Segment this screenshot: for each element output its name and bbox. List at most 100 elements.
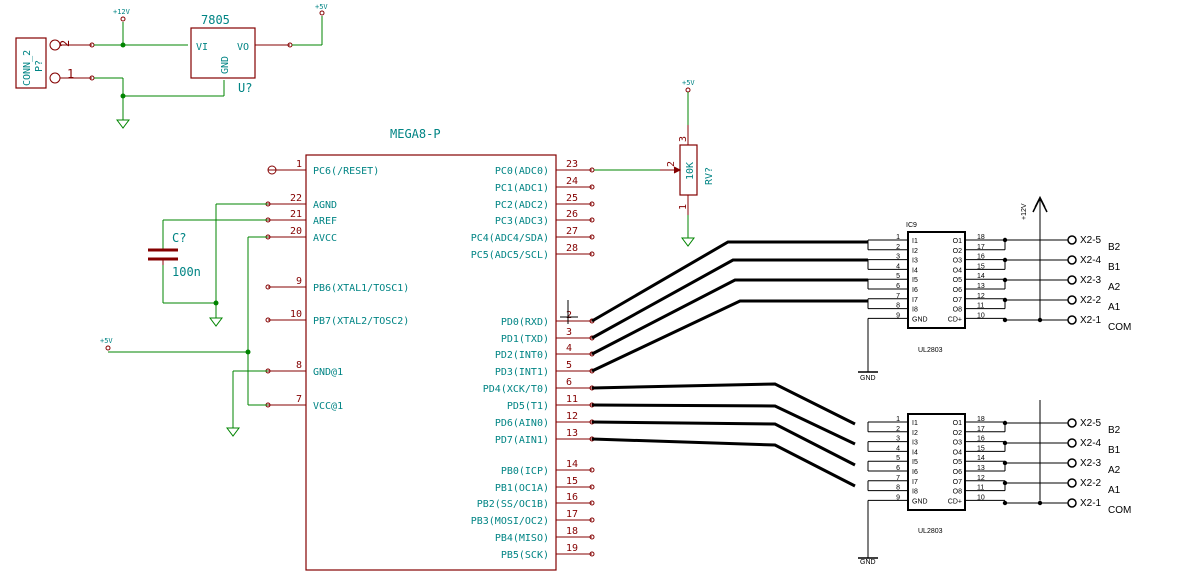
- driver-left-pin-name: I4: [912, 449, 918, 456]
- driver-left-pin-num: 9: [896, 494, 900, 501]
- driver-left-pin-num: 6: [896, 465, 900, 472]
- mcu-left-pin-name: AVCC: [313, 233, 337, 244]
- regulator-vi: VI: [196, 42, 208, 53]
- driver-left-pin-name: I6: [912, 469, 918, 476]
- mcu-left-pin-num: 8: [296, 360, 302, 371]
- mcu-right-pin-num: 28: [566, 243, 578, 254]
- driver-right-pin-name: O5: [953, 277, 962, 284]
- capacitor-c: C? 100n: [148, 231, 201, 279]
- mcu-right-pin-num: 6: [566, 377, 572, 388]
- pot-pin2: 2: [666, 161, 677, 167]
- mcu-left-pin-name: AREF: [313, 216, 337, 227]
- mcu-left-pin-name: AGND: [313, 200, 337, 211]
- connector-value: P?: [34, 60, 45, 72]
- driver-left-pin-num: 7: [896, 293, 900, 300]
- driver-left-pin-name: GND: [912, 498, 928, 505]
- mcu-right-pin-num: 25: [566, 193, 578, 204]
- mcu-right-pin-name: PB0(ICP): [501, 466, 549, 477]
- output-connector-label: X2-5: [1080, 418, 1102, 429]
- mcu-title: MEGA8-P: [390, 127, 441, 141]
- mcu-right-pin-num: 16: [566, 492, 578, 503]
- driver-left-pin-name: I5: [912, 459, 918, 466]
- mcu-left-pin-num: 7: [296, 394, 302, 405]
- mcu-right-pin-num: 23: [566, 159, 578, 170]
- driver-right-pin-num: 16: [977, 254, 985, 261]
- mcu-mega8: MEGA8-P: [305, 127, 557, 571]
- output-connector-label: X2-3: [1080, 275, 1102, 286]
- driver-left-pin-num: 2: [896, 244, 900, 251]
- driver-left-pin-name: I1: [912, 420, 918, 427]
- driver1-supply: +12V: [1021, 203, 1028, 220]
- capacitor-ref: C?: [172, 231, 186, 245]
- driver-left-pin-num: 4: [896, 445, 900, 452]
- connector-ref: CONN_2: [22, 50, 33, 86]
- driver-right-pin-num: 12: [977, 475, 985, 482]
- driver-right-pin-name: O3: [953, 258, 962, 265]
- mcu-left-pin-name: PB6(XTAL1/TOSC1): [313, 283, 409, 294]
- mcu-right-pin-num: 14: [566, 459, 578, 470]
- output-signal-label: COM: [1108, 505, 1131, 516]
- driver-right-pin-num: 17: [977, 244, 985, 251]
- mcu-right-pin-num: 5: [566, 360, 572, 371]
- mcu-right-pin-name: PC4(ADC4/SDA): [471, 233, 549, 244]
- driver-right-pin-num: 10: [977, 494, 985, 501]
- driver-right-pin-name: O5: [953, 459, 962, 466]
- driver-right-pin-num: 11: [977, 303, 984, 310]
- output-signal-label: A2: [1108, 282, 1121, 293]
- pot-supply: +5V: [682, 79, 695, 87]
- pot-pin3: 3: [678, 136, 689, 142]
- driver-right-pin-name: CD+: [948, 316, 962, 323]
- mcu-right-pin-num: 24: [566, 176, 578, 187]
- output-signal-label: B2: [1108, 242, 1121, 253]
- driver-left-pin-name: I2: [912, 248, 918, 255]
- mcu-left-pin-num: 9: [296, 276, 302, 287]
- mcu-left-pin-num: 1: [296, 159, 302, 170]
- mcu-right-pin-num: 4: [566, 343, 572, 354]
- mcu-right-pin-name: PB4(MISO): [495, 533, 549, 544]
- driver-right-pin-num: 16: [977, 436, 985, 443]
- output-connector-label: X2-4: [1080, 438, 1102, 449]
- output-connector-label: X2-3: [1080, 458, 1102, 469]
- potentiometer: +5V 3 10K RV? 1 2: [660, 79, 715, 247]
- driver-left-pin-name: I2: [912, 430, 918, 437]
- pot-value: 10K: [685, 162, 696, 180]
- mcu-right-pin-num: 26: [566, 209, 578, 220]
- output-connector-label: X2-2: [1080, 478, 1102, 489]
- mcu-right-pin-name: PB2(SS/OC1B): [477, 499, 549, 510]
- power-connector: CONN_2 P? 2 1: [15, 37, 74, 89]
- driver-left-pin-num: 8: [896, 485, 900, 492]
- output-signal-label: A2: [1108, 465, 1121, 476]
- driver-left-pin-num: 9: [896, 312, 900, 319]
- output-signal-label: B2: [1108, 425, 1121, 436]
- driver-right-pin-num: 15: [977, 263, 985, 270]
- mcu-right-pin-name: PD6(AIN0): [495, 418, 549, 429]
- driver-right-pin-name: O2: [953, 430, 962, 437]
- driver-right-pin-num: 14: [977, 455, 985, 462]
- driver-right-pin-num: 10: [977, 312, 985, 319]
- driver-right-pin-name: CD+: [948, 498, 962, 505]
- driver-right-pin-num: 15: [977, 445, 985, 452]
- mcu-right-pin-name: PD1(TXD): [501, 334, 549, 345]
- driver2-gnd: GND: [860, 559, 876, 566]
- output-signal-label: B1: [1108, 262, 1121, 273]
- driver-left-pin-num: 5: [896, 455, 900, 462]
- connector-pin1: 1: [67, 67, 74, 81]
- driver-left-pin-name: I5: [912, 277, 918, 284]
- capacitor-value: 100n: [172, 265, 201, 279]
- mcu-right-pin-num: 2: [566, 310, 572, 321]
- plus5-label: +5V: [315, 3, 328, 11]
- pot-pin1: 1: [678, 204, 689, 210]
- mcu-right-pin-name: PD7(AIN1): [495, 435, 549, 446]
- mcu-left-pins: 1PC6(/RESET)22AGND21AREF20AVCC9PB6(XTAL1…: [265, 159, 409, 412]
- driver-right-pin-name: O7: [953, 479, 962, 486]
- mcu-left-pin-num: 22: [290, 193, 302, 204]
- output-connector-label: X2-1: [1080, 315, 1102, 326]
- mcu-right-pin-name: PB3(MOSI/OC2): [471, 516, 549, 527]
- driver-right-pin-name: O6: [953, 287, 962, 294]
- plus12-label: +12V: [113, 8, 131, 16]
- mcu-right-pin-name: PD4(XCK/T0): [483, 384, 549, 395]
